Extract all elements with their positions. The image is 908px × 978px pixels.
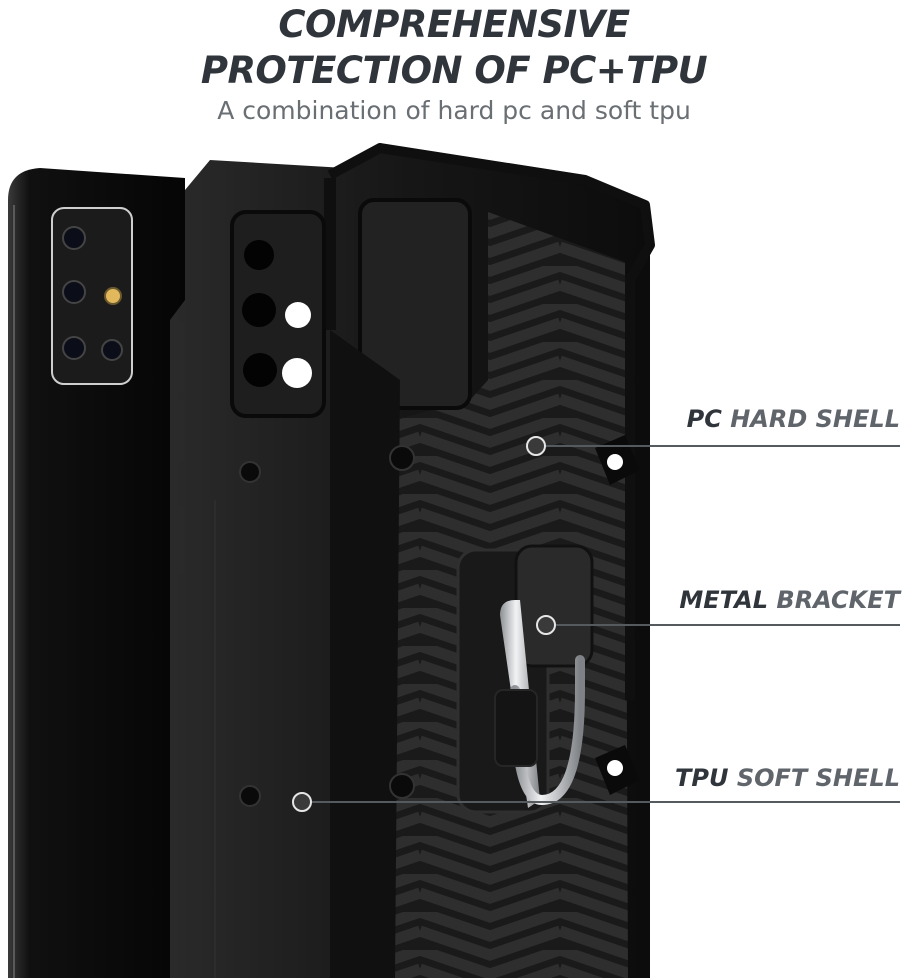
callout-metal-bracket: METAL BRACKET (679, 585, 900, 615)
callout-dot (526, 436, 546, 456)
subtitle: A combination of hard pc and soft tpu (217, 96, 691, 125)
headline: COMPREHENSIVE PROTECTION OF PC+TPU A com… (0, 0, 908, 128)
lens-icon (62, 280, 86, 304)
callout-rest: HARD SHELL (730, 405, 900, 433)
ring-bracket (456, 544, 594, 814)
lens-icon (101, 339, 123, 361)
side-button (172, 505, 184, 575)
callout-dot (292, 792, 312, 812)
lens-icon (62, 336, 86, 360)
callout-strong: PC (686, 405, 722, 433)
flash-icon (104, 287, 122, 305)
callout-strong: TPU (675, 764, 729, 792)
callout-lines (292, 436, 900, 812)
callout-tpu-soft-shell: TPU SOFT SHELL (675, 763, 900, 793)
side-button (172, 322, 184, 392)
callout-pc-hard-shell: PC HARD SHELL (687, 404, 900, 434)
lens-icon (62, 226, 86, 250)
title-line-1: COMPREHENSIVE (278, 3, 630, 46)
callout-dot (536, 615, 556, 635)
callout-strong: METAL (679, 586, 769, 614)
side-button (172, 400, 184, 462)
phone (8, 168, 185, 978)
case (170, 143, 655, 978)
callout-rest: BRACKET (776, 586, 900, 614)
title-line-2: PROTECTION OF PC+TPU (200, 49, 708, 92)
callout-rest: SOFT SHELL (736, 764, 900, 792)
camera-slide-cover (358, 198, 472, 410)
